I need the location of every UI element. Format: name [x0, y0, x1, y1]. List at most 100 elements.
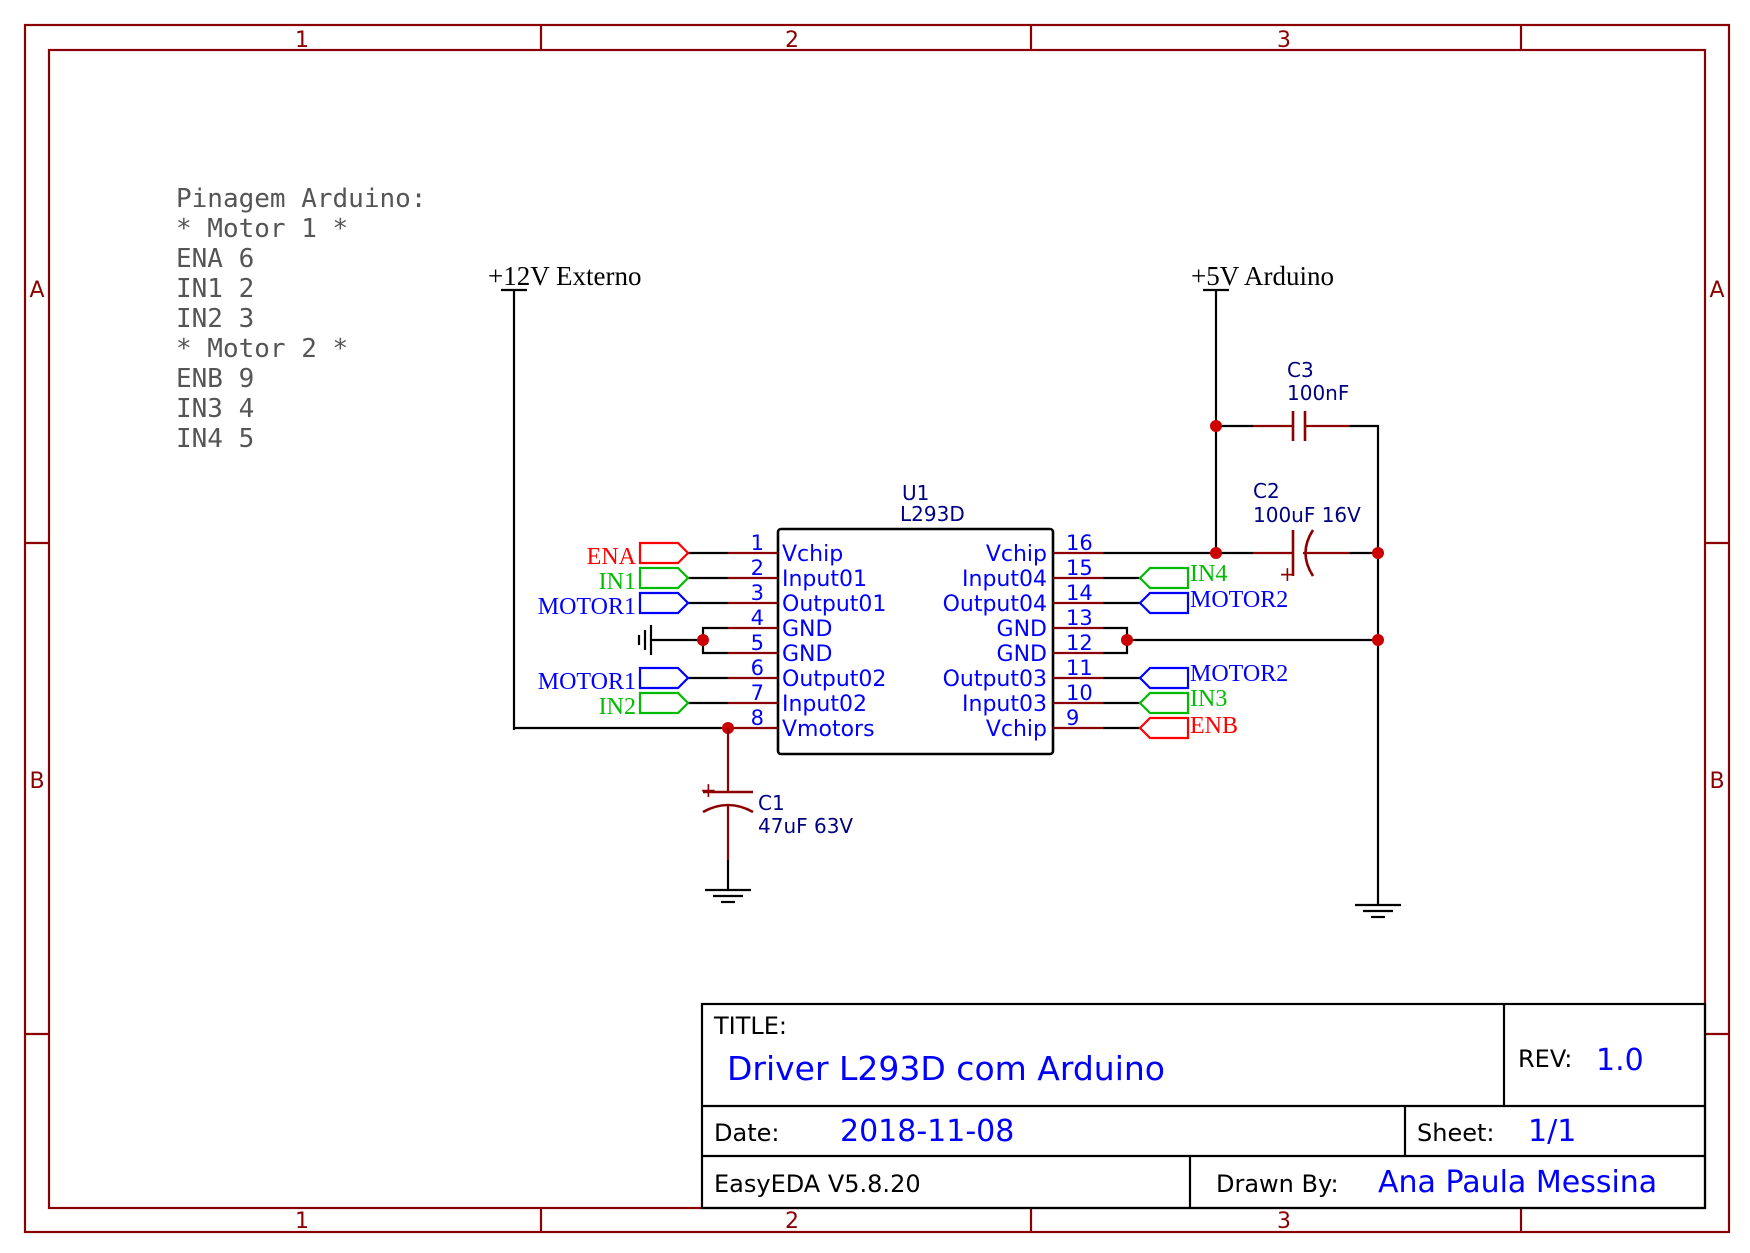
pin-number: 3: [751, 581, 764, 605]
capacitor-c3: C3 100nF: [1253, 358, 1350, 441]
software-version: EasyEDA V5.8.20: [714, 1170, 921, 1198]
pin-name: Output01: [782, 592, 886, 617]
pin-name: GND: [997, 617, 1047, 642]
pin-name: GND: [997, 642, 1047, 667]
c2-value: 100uF 16V: [1253, 503, 1361, 527]
right-net-flags: [1138, 566, 1190, 740]
junction-dot: [1372, 634, 1384, 646]
u1-ic: U1 L293D: [776, 481, 1055, 756]
pin-name: Vchip: [782, 542, 843, 567]
pin-number: 11: [1066, 656, 1093, 680]
c1-ref: C1: [758, 791, 785, 815]
title-label: TITLE:: [713, 1012, 787, 1040]
net-flag-in4: [1138, 566, 1190, 590]
net-label-motor2: MOTOR2: [1190, 661, 1288, 687]
row-label-left: A: [29, 278, 44, 303]
svg-text:+: +: [1279, 562, 1296, 586]
junction-dot: [697, 634, 709, 646]
pin-name: Input01: [782, 567, 867, 592]
net-flag-in2: [638, 691, 690, 715]
net-label-in4: IN4: [1190, 561, 1227, 587]
net-flag-motor2: [1138, 591, 1190, 615]
capacitor-c1: + C1 47uF 63V: [700, 722, 853, 904]
net-label-motor2: MOTOR2: [1190, 587, 1288, 613]
column-label-bottom: 3: [1277, 1209, 1291, 1234]
left-net-flags: [638, 541, 690, 715]
junction-dot: [1210, 420, 1222, 432]
c3-ref: C3: [1287, 358, 1314, 382]
pin-name: Output04: [943, 592, 1047, 617]
svg-text:+: +: [700, 778, 717, 802]
net-flag-motor2: [1138, 666, 1190, 690]
net-label-in1: IN1: [599, 569, 636, 595]
drawn-by-label: Drawn By:: [1216, 1170, 1339, 1198]
power-5v-symbol: +5V Arduino: [1191, 261, 1334, 553]
pin-number: 12: [1066, 631, 1093, 655]
pin-number: 9: [1066, 706, 1079, 730]
pin-number: 1: [751, 531, 764, 555]
net-flag-enb: [1138, 716, 1190, 740]
note-line: ENA 6: [176, 244, 254, 274]
right-wires: [1103, 424, 1380, 905]
junctions-right: [1121, 420, 1384, 646]
power-12v-label: +12V Externo: [488, 261, 641, 291]
c1-value: 47uF 63V: [758, 814, 853, 838]
net-flag-in3: [1138, 691, 1190, 715]
column-label-top: 3: [1277, 28, 1291, 53]
c3-value: 100nF: [1287, 381, 1349, 405]
u1-part: L293D: [900, 502, 965, 526]
pin-number: 14: [1066, 581, 1093, 605]
column-label-top: 1: [295, 28, 309, 53]
pin-number: 2: [751, 556, 764, 580]
note-line: Pinagem Arduino:: [176, 184, 426, 214]
pin-name: Input02: [782, 692, 867, 717]
pin-number: 10: [1066, 681, 1093, 705]
net-label-in2: IN2: [599, 694, 636, 720]
pin-name: Input03: [962, 692, 1047, 717]
pin-name: Output02: [782, 667, 886, 692]
left-net-labels: ENA IN1 MOTOR1 MOTOR1 IN2: [538, 544, 637, 720]
pin-number: 4: [751, 606, 764, 630]
u1-right-pins: 16 15 14 13 12 11 10 9 Vchip Input04 Out…: [943, 531, 1103, 742]
power-12v-symbol: +12V Externo: [488, 261, 641, 730]
capacitor-c2: + C2 100uF 16V: [1253, 479, 1361, 586]
note-line: * Motor 2 *: [176, 334, 348, 364]
pin-name: Vmotors: [782, 717, 875, 742]
pin-name: Output03: [943, 667, 1047, 692]
note-line: IN3 4: [176, 394, 254, 424]
row-label-right: A: [1709, 278, 1724, 303]
date-value: 2018-11-08: [840, 1114, 1014, 1149]
left-wires: [514, 551, 728, 730]
frame-labels: 1 2 3 1 2 3 A B A B: [29, 28, 1724, 1234]
page-title: Driver L293D com Arduino: [727, 1049, 1165, 1088]
net-flag-motor1: [638, 666, 690, 690]
column-label-bottom: 1: [295, 1209, 309, 1234]
pin-name: Vchip: [986, 717, 1047, 742]
net-label-in3: IN3: [1190, 686, 1227, 712]
pin-number: 5: [751, 631, 764, 655]
column-label-top: 2: [785, 28, 799, 53]
u1-body: [776, 527, 1055, 756]
power-5v-label: +5V Arduino: [1191, 261, 1334, 291]
note-line: ENB 9: [176, 364, 254, 394]
junction-dot: [1121, 634, 1133, 646]
u1-left-pins: 1 2 3 4 5 6 7 8 Vchip Input01 Output01 G…: [728, 531, 886, 742]
rev-value: 1.0: [1596, 1043, 1644, 1078]
ground-symbol-c1: [705, 888, 751, 904]
note-line: * Motor 1 *: [176, 214, 348, 244]
title-block-text: TITLE: Driver L293D com Arduino REV: 1.0…: [713, 1012, 1657, 1200]
ground-symbol-right: [1355, 903, 1401, 919]
right-net-labels: IN4 MOTOR2 MOTOR2 IN3 ENB: [1190, 561, 1288, 739]
pin-name: Input04: [962, 567, 1047, 592]
net-label-ena: ENA: [587, 544, 637, 570]
pin-number: 13: [1066, 606, 1093, 630]
rev-label: REV:: [1518, 1045, 1572, 1073]
net-flag-in1: [638, 566, 690, 590]
pinout-notes: Pinagem Arduino: * Motor 1 * ENA 6 IN1 2…: [176, 184, 426, 454]
sheet-label: Sheet:: [1417, 1119, 1494, 1147]
net-label-enb: ENB: [1190, 713, 1238, 739]
pin-number: 8: [751, 706, 764, 730]
pin-name: Vchip: [986, 542, 1047, 567]
net-label-motor1: MOTOR1: [538, 669, 636, 695]
